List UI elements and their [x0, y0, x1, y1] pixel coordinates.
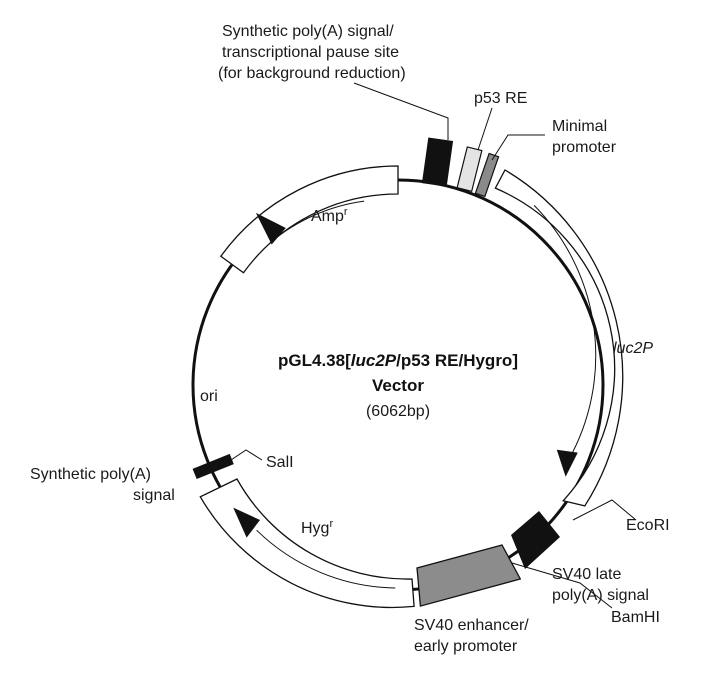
label-minimal-promoter-1: Minimal: [552, 118, 607, 135]
label-polyA-pause-2: transcriptional pause site: [222, 44, 399, 61]
hyg-arrowhead: [233, 507, 260, 538]
leader-bamhi: [511, 562, 613, 609]
vector-title-line2: Vector: [372, 376, 424, 395]
amp-feature: [219, 165, 399, 274]
label-ecori: EcoRI: [626, 517, 670, 534]
luc2p-arrowhead: [556, 449, 578, 477]
label-sv40-enh-1: SV40 enhancer/: [414, 617, 529, 634]
p53-re-block: [456, 146, 483, 193]
hyg-feature-body-main: [199, 478, 415, 609]
label-sv40-late-2: poly(A) signal: [552, 587, 649, 604]
label-synth-polyA-1: Synthetic poly(A): [30, 466, 151, 483]
luc2p-arrow-line: [533, 205, 597, 453]
sv40-late-polyA-block: [511, 511, 560, 569]
label-synth-polyA-2: signal: [133, 487, 175, 504]
vector-title: pGL4.38[luc2P/p53 RE/Hygro]: [278, 351, 518, 370]
label-polyA-pause-3: (for background reduction): [218, 65, 406, 82]
label-hyg: Hygr: [301, 518, 333, 537]
label-sv40-enh-2: early promoter: [414, 638, 518, 655]
hyg-arrow-line: [256, 529, 396, 589]
label-polyA-pause-1: Synthetic poly(A) signal/: [222, 23, 394, 40]
synth-polyA-block: [192, 453, 234, 480]
label-p53-re: p53 RE: [474, 90, 527, 107]
sv40-enhancer-block: [416, 544, 522, 607]
minimal-promoter-block: [474, 152, 500, 198]
polyA-pause-block: [421, 137, 454, 187]
leader-ecori: [572, 499, 637, 521]
vector-size: (6062bp): [366, 403, 430, 420]
leader-p53: [477, 107, 493, 151]
leader-minimal-promoter: [491, 134, 545, 161]
label-minimal-promoter-2: promoter: [552, 139, 617, 156]
label-ori: ori: [200, 388, 218, 405]
luc2p-feature-body: [494, 169, 624, 507]
label-amp: Ampr: [311, 206, 348, 225]
label-luc2p: luc2P: [613, 340, 653, 357]
label-sali: SalI: [266, 454, 294, 471]
leader-sali: [227, 449, 263, 463]
leader-polyA-pause: [353, 82, 449, 140]
label-bamhi: BamHI: [611, 609, 660, 626]
amp-arrowhead: [255, 212, 286, 245]
label-sv40-late-1: SV40 late: [552, 566, 621, 583]
